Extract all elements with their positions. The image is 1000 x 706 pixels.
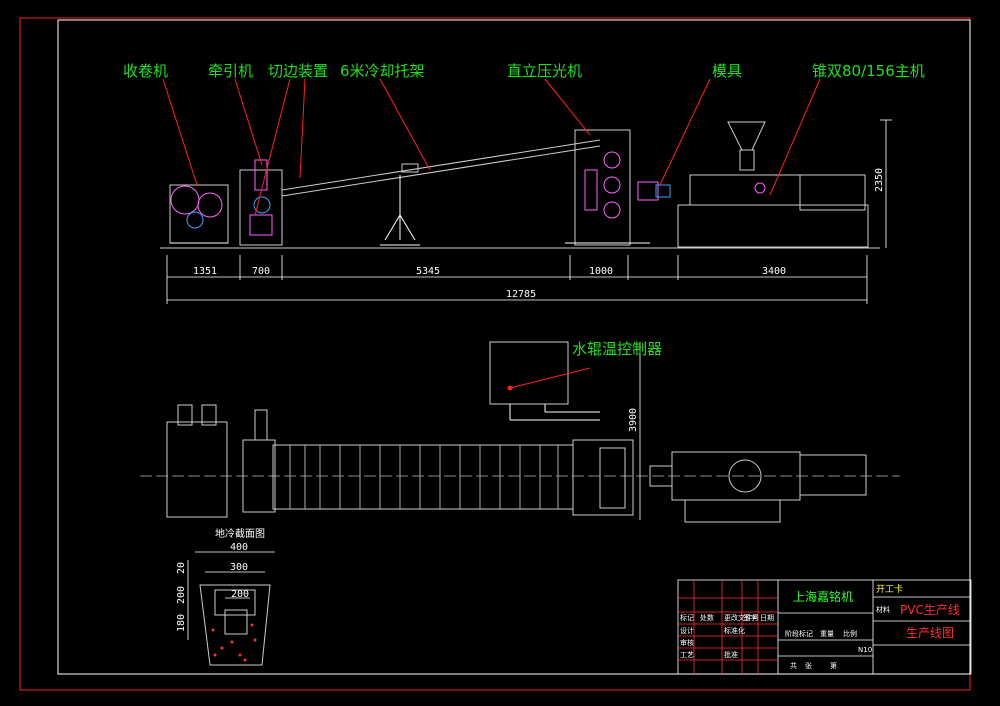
tb-c2: 重量	[820, 630, 834, 638]
winder-machine	[169, 184, 229, 244]
dim-700: 700	[252, 266, 270, 277]
tb-c1: 阶段标记	[785, 629, 813, 638]
tb-c8: 材料	[876, 605, 890, 614]
dim-sec-200v: 200	[176, 586, 187, 604]
cooling-section-view	[187, 551, 275, 666]
temp-controller-box	[489, 341, 569, 405]
plan-view	[140, 341, 900, 523]
dim-total: 12785	[506, 289, 536, 300]
tb-r10: 批准	[724, 650, 738, 659]
cooling-rack-plan	[272, 444, 574, 510]
rack-rollers	[289, 445, 559, 509]
calender-machine	[565, 129, 650, 246]
dim-sec-200: 200	[231, 589, 249, 600]
section-hatching	[211, 623, 257, 662]
tb-product: PVC生产线	[900, 603, 960, 617]
tb-r6: 设计	[680, 626, 694, 635]
die	[637, 181, 671, 201]
tb-c5: 张	[805, 661, 812, 670]
title-block	[677, 579, 972, 675]
dim-1000: 1000	[589, 266, 613, 277]
winder-plan	[166, 421, 228, 518]
tb-c3: 比例	[843, 629, 857, 638]
dim-height: 2350	[874, 168, 885, 192]
tb-r1: 标记	[680, 613, 694, 622]
label-temp-controller: 水辊温控制器	[572, 340, 662, 358]
tb-company: 上海嘉铭机	[793, 589, 853, 604]
tb-c6: 第	[830, 661, 837, 670]
dim-sec-400: 400	[230, 542, 248, 553]
haul-off-machine	[239, 159, 283, 246]
label-calender: 直立压光机	[507, 62, 582, 80]
calender-plan	[572, 439, 634, 516]
dim-3400: 3400	[762, 266, 786, 277]
elevation-view	[160, 78, 892, 304]
extruder-machine	[677, 121, 869, 248]
dim-1351: 1351	[193, 266, 217, 277]
tb-r9: 工艺	[680, 651, 694, 659]
dim-plan-height: 3900	[628, 408, 639, 432]
tb-r2: 处数	[700, 613, 714, 622]
tb-stage: 开工卡	[876, 583, 903, 595]
cooling-rack	[281, 139, 601, 246]
dimension-lines	[166, 119, 892, 304]
inner-frame	[57, 19, 971, 675]
label-section-title: 地冷截面图	[215, 527, 265, 540]
tb-c4: 共	[790, 661, 797, 670]
label-haul-off: 牵引机	[208, 62, 253, 80]
dim-sec-180: 180	[176, 614, 187, 632]
label-winder: 收卷机	[123, 62, 168, 80]
tb-r8: 审核	[680, 638, 694, 647]
tb-r5: 日期	[760, 614, 774, 622]
dim-5345: 5345	[416, 266, 440, 277]
dim-sec-20: 20	[176, 562, 187, 574]
tb-r4: 签字	[743, 613, 757, 622]
label-die: 模具	[712, 62, 742, 80]
label-cutter: 切边装置	[268, 62, 328, 80]
label-cooling-rack: 6米冷却托架	[340, 62, 425, 80]
tb-r3: 更改文件号	[724, 613, 759, 622]
leader-lines	[162, 78, 821, 216]
tb-r7: 标准化	[724, 626, 745, 635]
tb-drawing: 生产线图	[906, 626, 954, 640]
dim-sec-300: 300	[230, 562, 248, 573]
tb-c7: N10	[858, 646, 872, 654]
label-extruder: 锥双80/156主机	[812, 62, 925, 80]
